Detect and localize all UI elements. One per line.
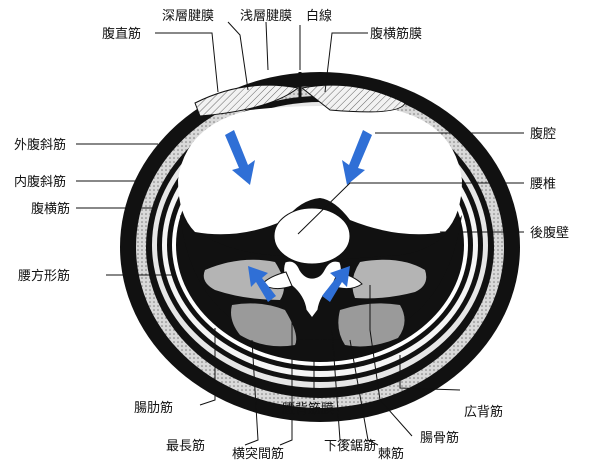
right-deep-muscle xyxy=(352,259,427,299)
rectus-abdominis-right xyxy=(300,84,406,113)
arrow-lower-right xyxy=(322,266,350,302)
lumbar-vertebra-body xyxy=(273,207,351,265)
label-intertransversarii: 横突間筋 xyxy=(232,446,284,462)
label-thoracolumbar-fascia: 腰背筋膜 xyxy=(282,401,334,417)
rectus-abdominis-left xyxy=(194,84,300,117)
label-longissimus: 最長筋 xyxy=(166,438,205,454)
arrow-upper-left xyxy=(225,130,255,185)
label-spinalis: 棘筋 xyxy=(378,446,404,462)
vertebral-arch xyxy=(282,260,342,319)
right-back-muscle-group xyxy=(338,303,405,347)
leader-lines xyxy=(76,21,524,446)
label-linea-alba: 白線 xyxy=(306,8,332,24)
left-back-muscle-group xyxy=(231,303,297,347)
label-transversalis-fascia: 腹横筋膜 xyxy=(370,26,422,42)
label-quadratus-lumborum: 腰方形筋 xyxy=(18,268,70,284)
label-posterior-abdominal-wall: 後腹壁 xyxy=(530,225,569,241)
label-latissimus-dorsi: 広背筋 xyxy=(464,404,503,420)
label-superficial-aponeurosis: 浅層腱膜 xyxy=(240,9,292,24)
label-serratus-posterior-inferior: 下後鋸筋 xyxy=(324,438,376,454)
label-lumbar-vertebra: 腰椎 xyxy=(530,177,556,192)
label-abdominal-cavity: 腹腔 xyxy=(530,126,556,142)
label-deep-aponeurosis: 深層腱膜 xyxy=(162,9,214,24)
label-iliacus: 腸骨筋 xyxy=(420,430,459,446)
pressure-arrows xyxy=(225,130,372,302)
arrow-upper-right xyxy=(342,130,372,185)
label-iliocostalis: 腸肋筋 xyxy=(134,400,173,416)
label-internal-oblique: 内腹斜筋 xyxy=(14,174,66,190)
label-external-oblique: 外腹斜筋 xyxy=(14,137,66,153)
label-transversus-abdominis: 腹横筋 xyxy=(31,201,70,217)
label-rectus-abdominis: 腹直筋 xyxy=(102,26,141,42)
abdominal-cavity xyxy=(178,106,462,235)
arrow-lower-left xyxy=(248,266,276,302)
